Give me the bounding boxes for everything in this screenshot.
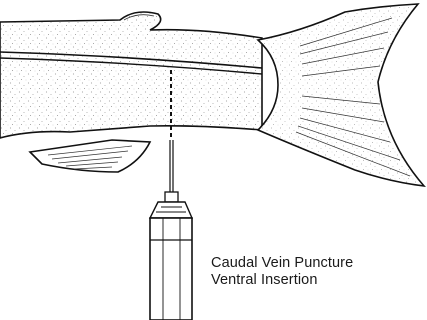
needle [170, 140, 173, 194]
fish-body [0, 12, 262, 138]
ventral-fin [30, 140, 150, 172]
caption-line-2: Ventral Insertion [211, 272, 318, 288]
syringe-hub [150, 192, 192, 218]
caption-line-1: Caudal Vein Puncture [211, 255, 353, 271]
caudal-fin [258, 4, 424, 186]
syringe-barrel [150, 218, 192, 320]
